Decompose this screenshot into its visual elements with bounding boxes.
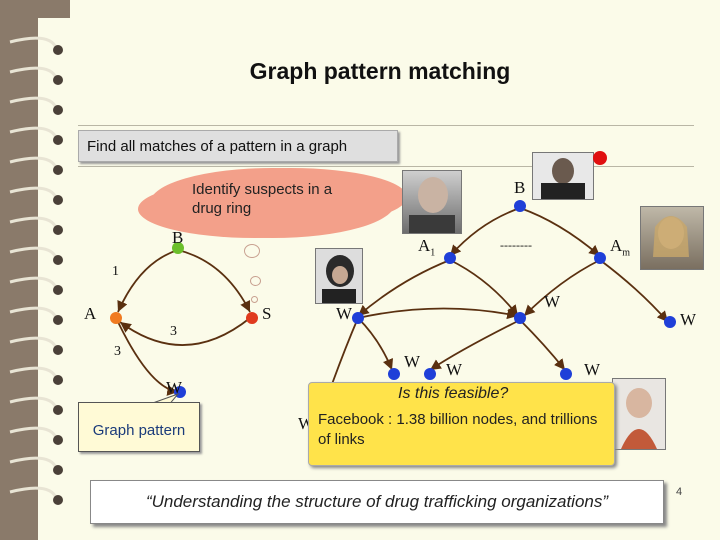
pattern-edge	[119, 317, 251, 346]
edge-label: 3	[170, 324, 177, 339]
pattern-edge	[177, 249, 251, 313]
data-edge	[357, 307, 519, 320]
edge-label: 3	[114, 344, 121, 359]
subtitle-box: Find all matches of a pattern in a graph	[78, 130, 398, 162]
graph-pattern-caption: Graph pattern	[92, 422, 186, 439]
pattern-node-b	[172, 242, 184, 254]
edge-label: 1	[112, 264, 119, 279]
subtitle-rule	[78, 166, 694, 167]
data-label-am: Am	[610, 236, 631, 259]
suspect-photo	[402, 170, 462, 234]
title-rule	[78, 125, 694, 126]
data-label-b: B	[514, 178, 526, 197]
suspect-photo	[640, 206, 704, 270]
data-edge	[449, 207, 521, 257]
pattern-label-s: S	[262, 304, 272, 323]
data-edge	[523, 259, 601, 317]
cloud-text: Identify suspects in a drug ring	[192, 181, 333, 217]
data-label-w: W	[680, 310, 697, 329]
data-label-w: W	[336, 304, 353, 323]
data-node-b	[514, 200, 526, 212]
feasibility-title: Is this feasible?	[398, 385, 509, 402]
pattern-label-a: A	[84, 304, 97, 323]
data-node-w	[664, 316, 676, 328]
suspect-photo	[612, 378, 666, 450]
feasibility-callout	[308, 382, 615, 466]
pattern-edge	[117, 321, 179, 396]
data-node-a1	[444, 252, 456, 264]
pattern-node-a	[110, 312, 122, 324]
thought-cloud	[150, 168, 395, 238]
data-node-am	[594, 252, 606, 264]
data-label-w: W	[584, 360, 601, 379]
thought-bubble	[250, 276, 261, 286]
data-edge	[519, 207, 601, 257]
data-node-w	[424, 368, 436, 380]
data-label-a1: A1	[418, 236, 436, 259]
data-label-w: W	[404, 352, 421, 371]
slide-title: Graph pattern matching	[249, 58, 511, 84]
data-edge	[429, 319, 521, 371]
data-node-w	[514, 312, 526, 324]
quote-text: “Understanding the structure of drug tra…	[145, 492, 609, 511]
spiral-binding-icon	[9, 36, 63, 505]
quote-box: “Understanding the structure of drug tra…	[90, 480, 664, 524]
data-label-w: W	[446, 360, 463, 379]
thought-bubble	[251, 296, 258, 303]
data-edge	[519, 319, 566, 371]
pattern-label-b: B	[172, 228, 184, 247]
feasibility-text: Facebook : 1.38 billion nodes, and trill…	[318, 411, 598, 448]
suspect-photo	[315, 248, 363, 304]
pattern-node-s	[246, 312, 258, 324]
pattern-label-w: W	[166, 378, 183, 397]
thought-bubble	[244, 244, 260, 258]
subtitle-text: Find all matches of a pattern in a graph	[87, 138, 348, 155]
data-edge	[357, 259, 451, 317]
data-node-special	[593, 151, 607, 165]
pattern-edge	[117, 249, 179, 313]
page-number: 4	[676, 486, 683, 498]
suspect-photo	[532, 152, 594, 200]
graph-pattern-callout: Graph pattern	[78, 402, 200, 452]
data-node-w	[352, 312, 364, 324]
data-node-w	[560, 368, 572, 380]
data-label-w: W	[544, 292, 561, 311]
data-node-w	[388, 368, 400, 380]
data-edge	[599, 259, 669, 323]
data-label-dots: --------	[500, 238, 532, 252]
